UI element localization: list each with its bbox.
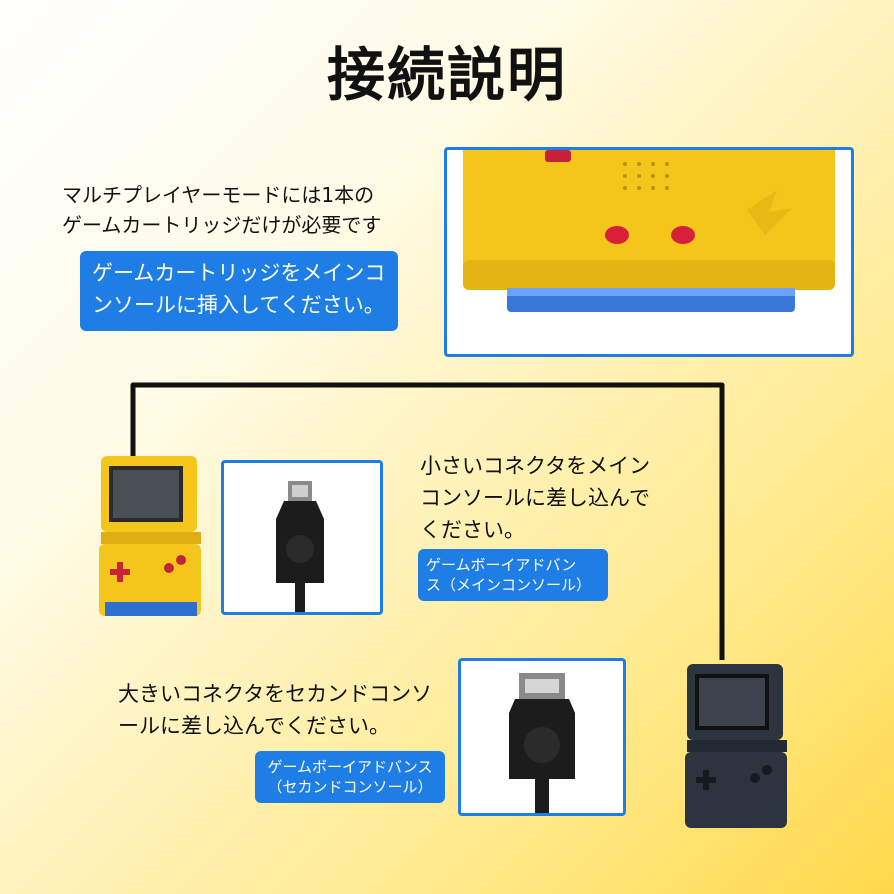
second-badge-line-2: （セカンドコンソール） xyxy=(267,778,433,796)
second-badge-line-1: ゲームボーイアドバンス xyxy=(267,758,433,776)
insert-line-1: ゲームカートリッジをメインコ xyxy=(92,261,386,285)
insert-cartridge-callout: ゲームカートリッジをメインコ ンソールに挿入してください。 xyxy=(80,251,398,331)
main-badge-line-2: ス（メインコンソール） xyxy=(426,576,592,594)
intro-text: マルチプレイヤーモードには1本の ゲームカートリッジだけが必要です xyxy=(62,180,432,240)
intro-line-2: ゲームカートリッジだけが必要です xyxy=(62,213,382,237)
small-connector-photo xyxy=(221,460,383,615)
cartridge-photo xyxy=(444,147,854,357)
small-connector-line-1: 小さいコネクタをメイン xyxy=(420,454,651,478)
small-connector-illustration xyxy=(276,481,324,612)
insert-line-2: ンソールに挿入してください。 xyxy=(92,293,385,317)
small-connector-line-3: ください。 xyxy=(420,518,525,542)
large-connector-line-2: ールに差し込んでください。 xyxy=(118,714,390,738)
small-connector-line-2: コンソールに差し込んで xyxy=(420,486,650,510)
page-title: 接続説明 xyxy=(326,41,567,109)
cartridge-console-illustration xyxy=(463,150,835,312)
yellow-console-image xyxy=(99,456,201,616)
intro-line-1: マルチプレイヤーモードには1本の xyxy=(62,183,375,207)
main-badge-line-1: ゲームボーイアドバン xyxy=(426,556,577,574)
large-connector-illustration xyxy=(509,673,575,813)
large-connector-text: 大きいコネクタをセカンドコンソ ールに差し込んでください。 xyxy=(118,678,458,742)
large-connector-photo xyxy=(458,658,626,816)
small-connector-text: 小さいコネクタをメイン コンソールに差し込んで ください。 xyxy=(420,450,700,546)
second-console-badge: ゲームボーイアドバンス （セカンドコンソール） xyxy=(255,751,445,803)
dark-console-image xyxy=(685,664,787,828)
main-console-badge: ゲームボーイアドバン ス（メインコンソール） xyxy=(418,549,608,601)
large-connector-line-1: 大きいコネクタをセカンドコンソ xyxy=(118,682,433,706)
